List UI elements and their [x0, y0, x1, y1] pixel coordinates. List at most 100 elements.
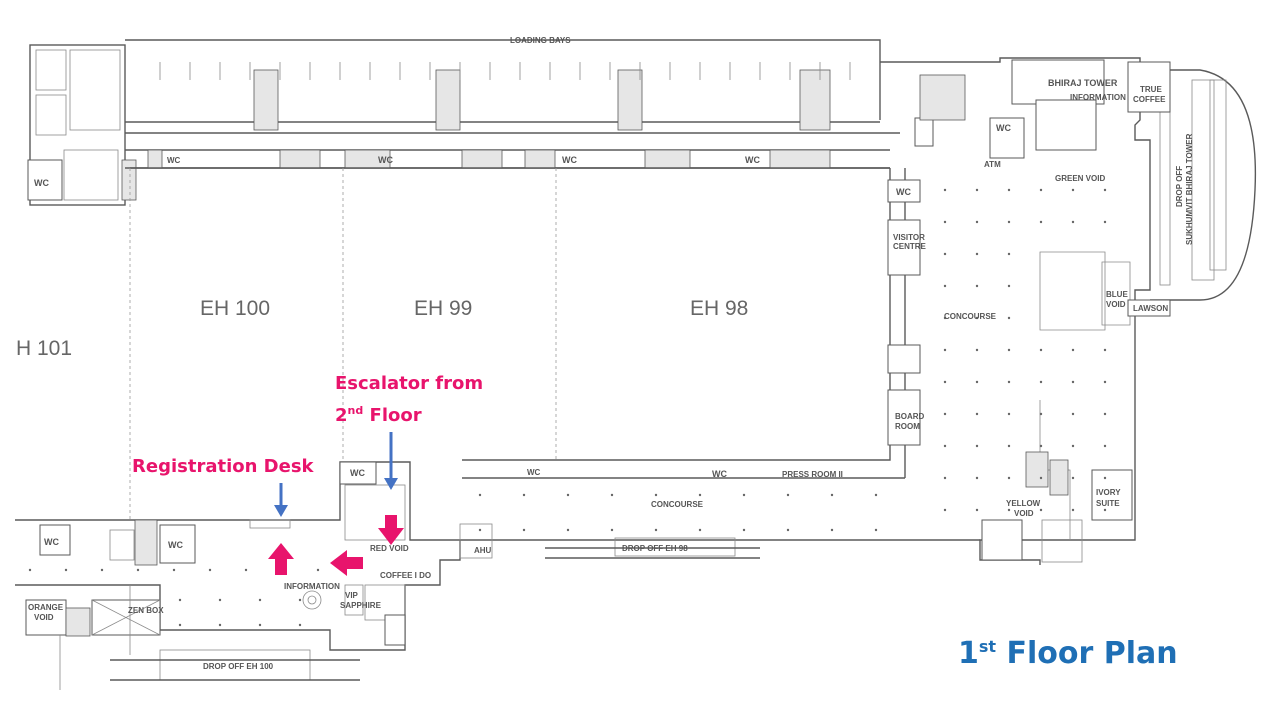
column-dot — [258, 623, 262, 627]
loading-bay-strip — [125, 39, 900, 134]
column-dot — [1103, 348, 1107, 352]
column-dot — [1103, 476, 1107, 480]
column-dot — [1007, 316, 1011, 320]
column-dot — [1039, 220, 1043, 224]
column-dot — [1007, 476, 1011, 480]
column-dot — [943, 444, 947, 448]
escalator-floor-word: Floor — [363, 405, 422, 426]
pink-arrow-left — [330, 550, 363, 576]
column-dot — [1103, 380, 1107, 384]
column-dot — [1071, 188, 1075, 192]
column-dot — [975, 220, 979, 224]
label-atm: ATM — [984, 160, 1001, 169]
column-dot — [943, 220, 947, 224]
label-ivory-suite: SUITE — [1096, 499, 1120, 508]
label-bhiraj-tower: BHIRAJ TOWER — [1048, 78, 1118, 88]
column-dot — [1103, 188, 1107, 192]
column-dot — [172, 568, 176, 572]
column-dot — [1071, 476, 1075, 480]
loading-bay-ticks — [159, 62, 851, 80]
label-green-void: GREEN VOID — [1055, 174, 1105, 183]
wc-label: WC — [712, 469, 727, 479]
registration-desk-callout: Registration Desk — [132, 456, 314, 477]
column-dot — [1071, 380, 1075, 384]
column-dot — [478, 528, 482, 532]
label-ahu: AHU — [474, 546, 492, 555]
label-blue: BLUE — [1106, 290, 1128, 299]
label-sapphire: SAPPHIRE — [340, 601, 382, 610]
column-dot — [975, 252, 979, 256]
escalator-callout: Escalator from 2nd Floor — [335, 368, 483, 432]
label-ivory: IVORY — [1096, 488, 1121, 497]
column-dot — [943, 316, 947, 320]
column-dot — [610, 493, 614, 497]
column-dot — [698, 493, 702, 497]
hall-label-eh98: EH 98 — [690, 297, 748, 320]
column-dot — [975, 380, 979, 384]
column-dot — [1103, 412, 1107, 416]
wc-label: WC — [378, 155, 393, 165]
column-dot — [244, 568, 248, 572]
hall-label-eh101: H 101 — [16, 337, 72, 360]
column-dot — [975, 444, 979, 448]
column-dot — [1103, 444, 1107, 448]
label-drop-off-eh100: DROP OFF EH 100 — [203, 662, 274, 671]
column-dot — [830, 493, 834, 497]
escalator-floor-ordinal: nd — [347, 404, 364, 417]
service-block-northwest — [27, 44, 137, 206]
column-dot — [478, 493, 482, 497]
column-dot — [1007, 412, 1011, 416]
floor-plan-title: 1st Floor Plan — [958, 636, 1178, 671]
floor-title-number: 1 — [958, 636, 979, 671]
label-information-bottom: INFORMATION — [284, 582, 340, 591]
label-coffee: COFFEE — [1133, 95, 1166, 104]
column-dot — [654, 528, 658, 532]
column-dot — [1039, 348, 1043, 352]
wc-label: WC — [168, 540, 183, 550]
label-sukhumvit-bhiraj-tower: SUKHUMVIT BHIRAJ TOWER — [1185, 133, 1194, 245]
column-dot — [742, 493, 746, 497]
label-coffee-ido: COFFEE I DO — [380, 571, 431, 580]
column-dot — [1007, 444, 1011, 448]
column-dot — [566, 528, 570, 532]
column-dot — [100, 568, 104, 572]
floor-title-ordinal: st — [978, 637, 997, 656]
wc-label: WC — [996, 123, 1011, 133]
column-dot — [975, 188, 979, 192]
column-dot — [943, 508, 947, 512]
wc-label: WC — [167, 156, 181, 165]
label-room: ROOM — [895, 422, 920, 431]
column-dot — [975, 316, 979, 320]
column-dot — [1103, 508, 1107, 512]
column-dot — [975, 412, 979, 416]
column-dot — [943, 188, 947, 192]
label-red-void: RED VOID — [370, 544, 409, 553]
column-dot — [1071, 412, 1075, 416]
label-concourse-east: CONCOURSE — [944, 312, 997, 321]
column-dot — [1039, 476, 1043, 480]
wc-label: WC — [562, 155, 577, 165]
column-dot — [298, 623, 302, 627]
column-dot — [1039, 380, 1043, 384]
wc-label: WC — [34, 178, 49, 188]
column-dot — [874, 528, 878, 532]
column-dot — [1007, 380, 1011, 384]
column-dot — [218, 623, 222, 627]
label-board: BOARD — [895, 412, 925, 421]
column-dot — [874, 493, 878, 497]
column-dot — [64, 568, 68, 572]
column-dot — [1007, 188, 1011, 192]
column-dot — [1007, 220, 1011, 224]
column-dot — [698, 528, 702, 532]
column-dot — [975, 284, 979, 288]
north-service-corridor — [125, 149, 890, 169]
label-visitor: VISITOR — [893, 233, 925, 242]
wc-label: WC — [350, 468, 365, 478]
column-dot — [1007, 508, 1011, 512]
label-vip: VIP — [345, 591, 359, 600]
column-dot — [522, 493, 526, 497]
column-dot — [178, 623, 182, 627]
column-dot — [28, 568, 32, 572]
